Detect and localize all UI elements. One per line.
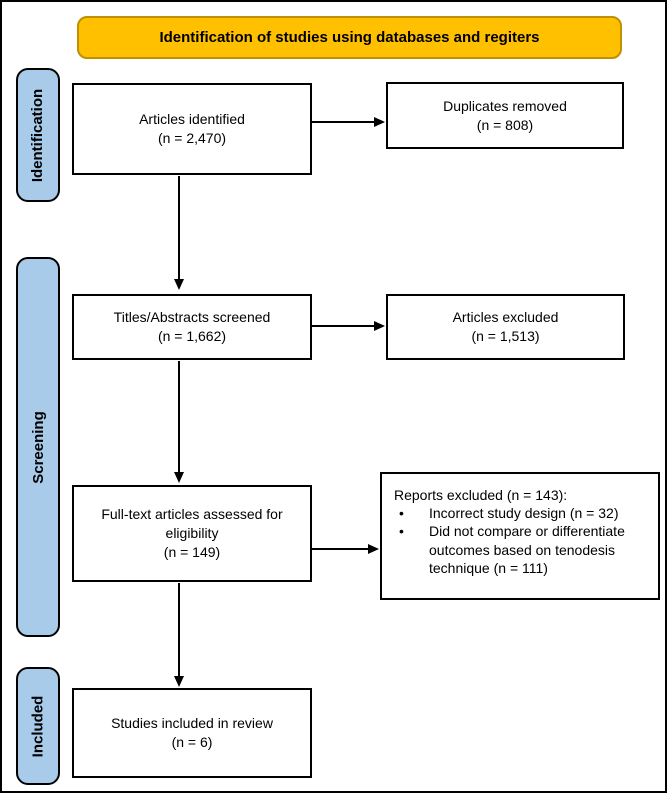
arrow-line (178, 361, 180, 473)
arrow-line (312, 548, 370, 550)
box-duplicates-removed: Duplicates removed (n = 808) (386, 82, 624, 149)
box-duplicates-removed-count: (n = 808) (476, 116, 534, 133)
arrow-line (312, 121, 376, 123)
stage-label-identification: Identification (16, 68, 60, 202)
reports-excluded-bullet-1: • Incorrect study design (n = 32) (394, 504, 650, 522)
arrow-head-right-icon (374, 117, 385, 127)
box-fulltext-assessed-count: (n = 149) (163, 543, 221, 560)
arrow-line (178, 583, 180, 677)
box-duplicates-removed-line1: Duplicates removed (443, 97, 567, 114)
bullet-icon: • (399, 505, 404, 522)
reports-excluded-bullet-2: • Did not compare or differentiate outco… (394, 522, 650, 577)
arrow-head-down-icon (174, 472, 184, 483)
box-titles-abstracts-screened: Titles/Abstracts screened (n = 1,662) (72, 294, 312, 360)
arrow-line (312, 325, 376, 327)
box-articles-excluded-count: (n = 1,513) (471, 328, 540, 344)
box-studies-included-count: (n = 6) (171, 734, 213, 750)
arrow-head-down-icon (174, 676, 184, 687)
box-articles-excluded: Articles excluded (n = 1,513) (386, 294, 625, 360)
diagram-title-banner: Identification of studies using database… (77, 16, 622, 59)
stage-label-included: Included (16, 667, 60, 785)
box-fulltext-assessed-line1: Full-text articles assessed for (101, 506, 283, 523)
arrow-line (178, 176, 180, 280)
stage-label-screening: Screening (16, 257, 60, 637)
box-reports-excluded: Reports excluded (n = 143): • Incorrect … (380, 472, 660, 600)
box-fulltext-assessed: Full-text articles assessed for eligibil… (72, 485, 312, 582)
arrow-head-right-icon (368, 544, 379, 554)
box-articles-excluded-line1: Articles excluded (452, 309, 559, 326)
diagram-title: Identification of studies using database… (159, 29, 540, 46)
stage-screening-text: Screening (29, 410, 47, 484)
box-articles-identified-line1: Articles identified (139, 111, 245, 128)
stage-identification-text: Identification (29, 88, 47, 182)
reports-excluded-bullet-2-text: Did not compare or differentiate outcome… (429, 523, 625, 576)
box-reports-excluded-title: Reports excluded (n = 143): (394, 487, 568, 503)
box-articles-identified-count: (n = 2,470) (157, 130, 227, 146)
box-titles-abstracts-screened-count: (n = 1,662) (157, 328, 227, 344)
stage-included-text: Included (29, 695, 47, 757)
box-fulltext-assessed-line2: eligibility (165, 525, 219, 542)
arrow-head-right-icon (374, 321, 385, 331)
box-titles-abstracts-screened-line1: Titles/Abstracts screened (113, 309, 271, 326)
box-studies-included: Studies included in review (n = 6) (72, 688, 312, 778)
box-articles-identified: Articles identified (n = 2,470) (72, 83, 312, 175)
bullet-icon: • (399, 523, 404, 540)
arrow-head-down-icon (174, 279, 184, 290)
reports-excluded-bullet-1-text: Incorrect study design (n = 32) (429, 505, 619, 522)
box-studies-included-line1: Studies included in review (111, 715, 273, 732)
